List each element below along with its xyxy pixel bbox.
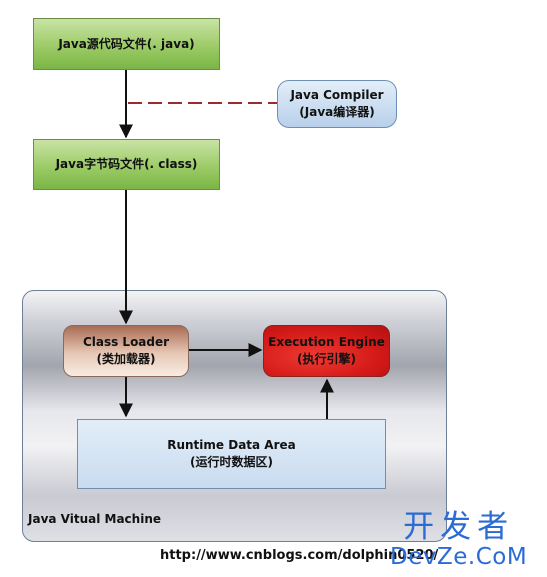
java-bytecode-file-box: Java字节码文件(. class) xyxy=(33,139,220,190)
class-loader-sublabel: (类加载器) xyxy=(96,352,156,366)
watermark-en: DevZe.CoM xyxy=(390,544,528,570)
execution-engine-box: Execution Engine (执行引擎) xyxy=(263,325,390,377)
java-source-file-box: Java源代码文件(. java) xyxy=(33,18,220,70)
java-compiler-box: Java Compiler (Java编译器) xyxy=(277,80,397,128)
execution-engine-sublabel: (执行引擎) xyxy=(297,352,356,366)
java-bytecode-file-label: Java字节码文件(. class) xyxy=(55,157,198,171)
class-loader-box: Class Loader (类加载器) xyxy=(63,325,189,377)
runtime-data-area-sublabel: (运行时数据区) xyxy=(190,455,273,469)
java-compiler-label: Java Compiler xyxy=(290,88,384,102)
class-loader-label: Class Loader xyxy=(82,335,170,349)
java-source-file-label: Java源代码文件(. java) xyxy=(58,36,195,51)
site-watermark: 开发者 DevZe.CoM xyxy=(390,510,527,570)
java-compiler-sublabel: (Java编译器) xyxy=(299,105,375,119)
runtime-data-area-label: Runtime Data Area xyxy=(167,438,296,452)
runtime-data-area-box: Runtime Data Area (运行时数据区) xyxy=(77,419,386,489)
watermark-cn: 开发者 xyxy=(403,509,515,545)
jvm-label: Java Vitual Machine xyxy=(28,512,162,526)
source-url: http://www.cnblogs.com/dolphin0520/ xyxy=(160,548,439,563)
execution-engine-label: Execution Engine xyxy=(268,335,385,349)
